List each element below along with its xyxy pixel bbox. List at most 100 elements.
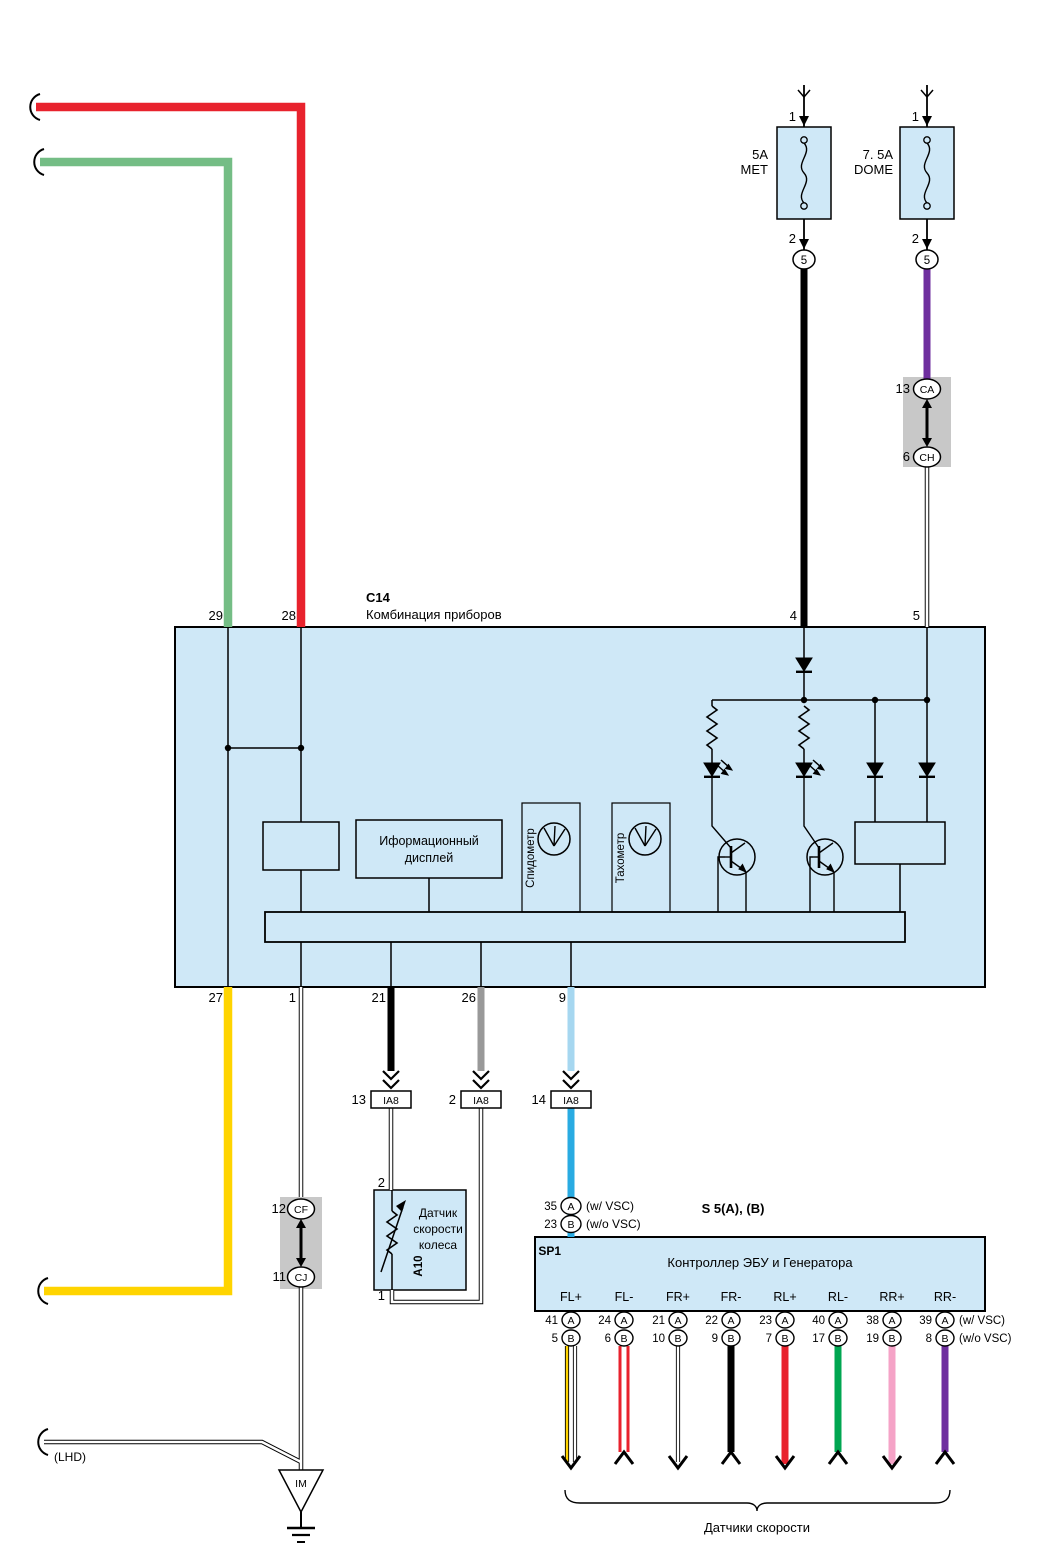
- arrow-down-icon: [922, 239, 932, 249]
- junction-dot: [224, 744, 232, 752]
- fuse-dome-rating-label: 7. 5A: [863, 147, 894, 162]
- connectors-and-symbols: [29, 85, 951, 1543]
- pin-oval-b: [775, 1329, 795, 1347]
- fuse-met-pin1-label: 1: [789, 109, 796, 124]
- instrument-cluster-internals: [224, 627, 946, 987]
- ia8-2-label: IA8: [473, 1095, 489, 1107]
- ecu-pin-b: 17: [812, 1333, 825, 1345]
- pin-oval-b: [828, 1329, 848, 1347]
- ecu-oval-a-label: A: [674, 1315, 681, 1327]
- ecu-oval-a-label: A: [727, 1315, 734, 1327]
- ecu-pin-a: 38: [866, 1315, 879, 1327]
- ecu-col-label: RL-: [828, 1290, 848, 1304]
- ecu-column-rl-plus: [774, 1311, 796, 1470]
- ecu-pin-a: 23: [759, 1315, 772, 1327]
- c14-pin5-label: 5: [913, 608, 920, 623]
- arrow-head: [396, 1200, 406, 1212]
- ecu-oval-a-label: A: [567, 1315, 574, 1327]
- ch-label: CH: [919, 452, 934, 464]
- ecu-column-fr-plus: [667, 1311, 689, 1470]
- ecu-oval-b-label: B: [567, 1333, 574, 1345]
- red-wire: [36, 102, 306, 627]
- bus-bar: [264, 911, 906, 943]
- ecu-pin-b: 10: [652, 1333, 665, 1345]
- ecu-pin-b: 7: [766, 1333, 772, 1345]
- pin-oval-b: [935, 1329, 955, 1347]
- connector-oval-ca: [912, 378, 942, 400]
- cf-pin-label: 12: [272, 1201, 286, 1216]
- ecu-pin-b: 5: [552, 1333, 558, 1345]
- component-boxes: [174, 126, 986, 1312]
- ecu-col-label: FL-: [615, 1290, 634, 1304]
- pin-oval-b: [614, 1329, 634, 1347]
- connector-oval-ch: [912, 446, 942, 468]
- double-chevron-icon: [381, 1069, 401, 1090]
- ecu-pin-b: 19: [866, 1333, 879, 1345]
- arrow-down-icon: [922, 116, 932, 126]
- cj-pin-label: 11: [273, 1269, 287, 1284]
- arrow-down-icon: [799, 239, 809, 249]
- c14-pin21-label: 21: [372, 990, 386, 1005]
- c14-pin1-label: 1: [289, 990, 296, 1005]
- pin-oval-a: [882, 1311, 902, 1329]
- speed-sensor-a10-box: [373, 1189, 467, 1291]
- ecu-note-b-label: (w/o VSC): [959, 1333, 1012, 1345]
- ecu-col-label: FL+: [560, 1290, 582, 1304]
- pin-oval-a: [668, 1311, 688, 1329]
- arrow-down-icon: [560, 1454, 582, 1470]
- ecu-pin-b: 6: [605, 1333, 611, 1345]
- c14-name-label: Комбинация приборов: [366, 607, 502, 622]
- speedometer-label: Спидометр: [525, 828, 537, 888]
- pin-oval-a: [561, 1311, 581, 1329]
- a10-name-line2: скорости: [413, 1222, 463, 1236]
- im-label: IM: [295, 1478, 307, 1490]
- fuse-met-rating-label: 5A: [752, 147, 768, 162]
- ia8-14-connector: [550, 1090, 592, 1109]
- ia8-13-connector: [370, 1090, 412, 1109]
- ecu-column-fr-minus: [720, 1311, 742, 1466]
- ca-label: CA: [920, 384, 935, 396]
- pin-oval-a: [721, 1311, 741, 1329]
- wires: [36, 102, 931, 1470]
- fuse-dome-connector-label: 5: [924, 255, 930, 267]
- ecu-oval-b-label: B: [834, 1333, 841, 1345]
- ia8-14-pin-label: 14: [532, 1092, 546, 1107]
- ecu-col-label: FR-: [721, 1290, 742, 1304]
- ecu-oval-b-label: B: [888, 1333, 895, 1345]
- ecu-column-rl-minus: [827, 1311, 849, 1466]
- ecu-column-fl-plus: [560, 1311, 582, 1470]
- connector-oval-cf: [286, 1198, 316, 1220]
- ia8-13-pin-label: 13: [352, 1092, 366, 1107]
- fuse-element-icon: [800, 142, 808, 204]
- ia8-13-label: IA8: [383, 1095, 399, 1107]
- sp1-oval-a: [560, 1196, 582, 1216]
- ecu-oval-b-label: B: [941, 1333, 948, 1345]
- info-display-line2: дисплей: [405, 851, 454, 865]
- ecu-col-label: RL+: [773, 1290, 796, 1304]
- ca-pin-label: 13: [896, 381, 910, 396]
- fuse-dome-pin2-label: 2: [912, 231, 919, 246]
- ecu-oval-b-label: B: [674, 1333, 681, 1345]
- ecu-oval-b-label: B: [727, 1333, 734, 1345]
- ecu-column-rr-plus: [881, 1311, 903, 1470]
- ch-pin-label: 6: [903, 449, 910, 464]
- a10-code-label: A10: [413, 1255, 425, 1276]
- c14-pin26-label: 26: [462, 990, 476, 1005]
- ecu-pin-a: 24: [598, 1315, 611, 1327]
- connector-oval: [915, 249, 939, 270]
- feed-arrow-icon: [797, 89, 811, 99]
- ecu-columns: [560, 1311, 956, 1470]
- speed-sensor-a10-internals: [380, 1190, 406, 1290]
- fuse-met-connector-label: 5: [801, 255, 807, 267]
- info-display-line1: Иформационный: [379, 834, 479, 848]
- ecu-note-a-label: (w/ VSC): [959, 1315, 1005, 1327]
- im-triangle: [277, 1469, 325, 1514]
- ecu-pin-a: 21: [652, 1315, 665, 1327]
- labels: 1 5A MET 2 5 4 1 7. 5A DOME 2 5 5 13 CA …: [54, 109, 1012, 1535]
- fuse-met-name-label: MET: [741, 162, 769, 177]
- fuse-dome-name-label: DOME: [854, 162, 893, 177]
- double-chevron-icon: [561, 1069, 581, 1090]
- c14-pin4-label: 4: [790, 608, 797, 623]
- a10-pin1-label: 1: [378, 1288, 385, 1303]
